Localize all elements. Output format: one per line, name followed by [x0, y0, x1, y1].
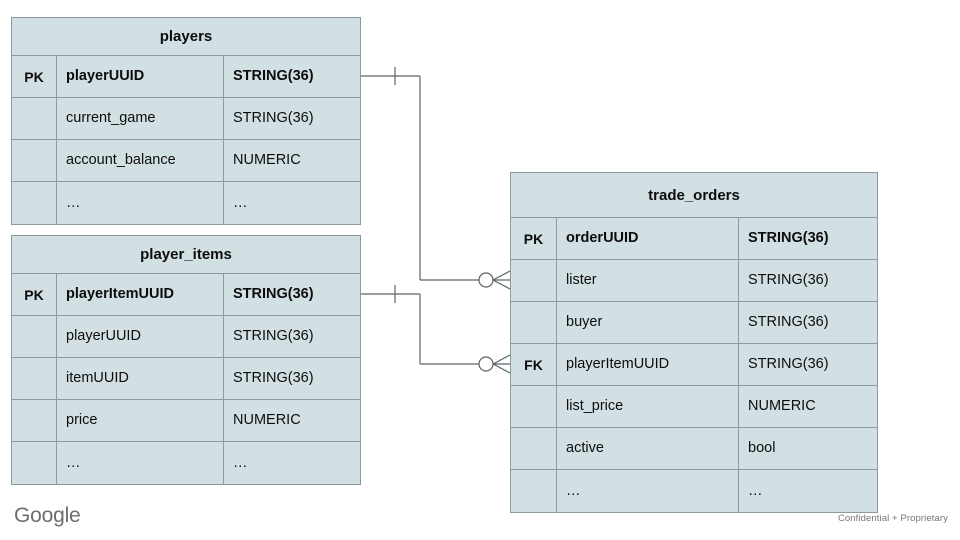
- field-key-trade-orders-2: [511, 302, 557, 343]
- field-name-player-items-1: playerUUID: [57, 316, 224, 357]
- entity-table-players[interactable]: players PK playerUUID STRING(36) current…: [11, 17, 361, 225]
- entity-row-trade-orders-0[interactable]: PK orderUUID STRING(36): [511, 218, 877, 260]
- field-key-players-0: PK: [12, 56, 57, 97]
- field-name-trade-orders-0: orderUUID: [557, 218, 739, 259]
- google-logo: Google: [14, 504, 81, 527]
- field-type-players-2: NUMERIC: [233, 152, 301, 169]
- field-type-player-items-2: STRING(36): [233, 370, 314, 387]
- field-name-trade-orders-4: list_price: [557, 386, 739, 427]
- field-type-players-3: …: [233, 194, 248, 211]
- entity-row-players-1[interactable]: current_game STRING(36): [12, 98, 360, 140]
- entity-row-player-items-3[interactable]: price NUMERIC: [12, 400, 360, 442]
- field-name-player-items-2: itemUUID: [57, 358, 224, 399]
- field-key-trade-orders-3: FK: [511, 344, 557, 385]
- field-type-player-items-4: …: [233, 454, 248, 471]
- entity-title-player-items: player_items: [12, 236, 360, 274]
- entity-row-trade-orders-1[interactable]: lister STRING(36): [511, 260, 877, 302]
- field-key-players-1: [12, 98, 57, 139]
- entity-row-trade-orders-6[interactable]: … …: [511, 470, 877, 512]
- field-type-players-1: STRING(36): [233, 110, 314, 127]
- field-name-player-items-0: playerItemUUID: [57, 274, 224, 315]
- field-type-trade-orders-5: bool: [748, 440, 776, 457]
- field-name-players-0: playerUUID: [57, 56, 224, 97]
- entity-table-player-items[interactable]: player_items PK playerItemUUID STRING(36…: [11, 235, 361, 485]
- field-name-player-items-4: …: [57, 442, 224, 484]
- field-name-trade-orders-5: active: [557, 428, 739, 469]
- field-key-trade-orders-6: [511, 470, 557, 512]
- field-type-player-items-3: NUMERIC: [233, 412, 301, 429]
- field-key-player-items-1: [12, 316, 57, 357]
- field-type-players-0: STRING(36): [233, 68, 314, 85]
- entity-row-player-items-1[interactable]: playerUUID STRING(36): [12, 316, 360, 358]
- entity-title-players: players: [12, 18, 360, 56]
- field-key-players-2: [12, 140, 57, 181]
- field-key-trade-orders-5: [511, 428, 557, 469]
- field-key-player-items-2: [12, 358, 57, 399]
- entity-row-trade-orders-2[interactable]: buyer STRING(36): [511, 302, 877, 344]
- field-name-players-3: …: [57, 182, 224, 224]
- entity-row-player-items-0[interactable]: PK playerItemUUID STRING(36): [12, 274, 360, 316]
- field-key-player-items-0: PK: [12, 274, 57, 315]
- field-name-players-1: current_game: [57, 98, 224, 139]
- entity-row-trade-orders-5[interactable]: active bool: [511, 428, 877, 470]
- field-type-trade-orders-4: NUMERIC: [748, 398, 816, 415]
- field-name-trade-orders-6: …: [557, 470, 739, 512]
- field-key-players-3: [12, 182, 57, 224]
- field-type-trade-orders-6: …: [748, 482, 763, 499]
- field-name-players-2: account_balance: [57, 140, 224, 181]
- field-key-player-items-3: [12, 400, 57, 441]
- entity-row-trade-orders-3[interactable]: FK playerItemUUID STRING(36): [511, 344, 877, 386]
- entity-row-players-2[interactable]: account_balance NUMERIC: [12, 140, 360, 182]
- entity-row-player-items-4[interactable]: … …: [12, 442, 360, 484]
- field-key-trade-orders-4: [511, 386, 557, 427]
- field-type-trade-orders-1: STRING(36): [748, 272, 829, 289]
- entity-table-trade-orders[interactable]: trade_orders PK orderUUID STRING(36) lis…: [510, 172, 878, 513]
- field-type-trade-orders-3: STRING(36): [748, 356, 829, 373]
- field-key-trade-orders-0: PK: [511, 218, 557, 259]
- field-name-trade-orders-1: lister: [557, 260, 739, 301]
- confidentiality-note: Confidential + Proprietary: [837, 513, 948, 524]
- field-key-player-items-4: [12, 442, 57, 484]
- entity-row-players-0[interactable]: PK playerUUID STRING(36): [12, 56, 360, 98]
- field-type-trade-orders-0: STRING(36): [748, 230, 829, 247]
- entity-row-trade-orders-4[interactable]: list_price NUMERIC: [511, 386, 877, 428]
- entity-title-trade-orders: trade_orders: [511, 173, 877, 218]
- entity-row-player-items-2[interactable]: itemUUID STRING(36): [12, 358, 360, 400]
- field-type-player-items-1: STRING(36): [233, 328, 314, 345]
- field-type-player-items-0: STRING(36): [233, 286, 314, 303]
- field-name-trade-orders-3: playerItemUUID: [557, 344, 739, 385]
- field-key-trade-orders-1: [511, 260, 557, 301]
- field-type-trade-orders-2: STRING(36): [748, 314, 829, 331]
- field-name-trade-orders-2: buyer: [557, 302, 739, 343]
- entity-row-players-3[interactable]: … …: [12, 182, 360, 224]
- field-name-player-items-3: price: [57, 400, 224, 441]
